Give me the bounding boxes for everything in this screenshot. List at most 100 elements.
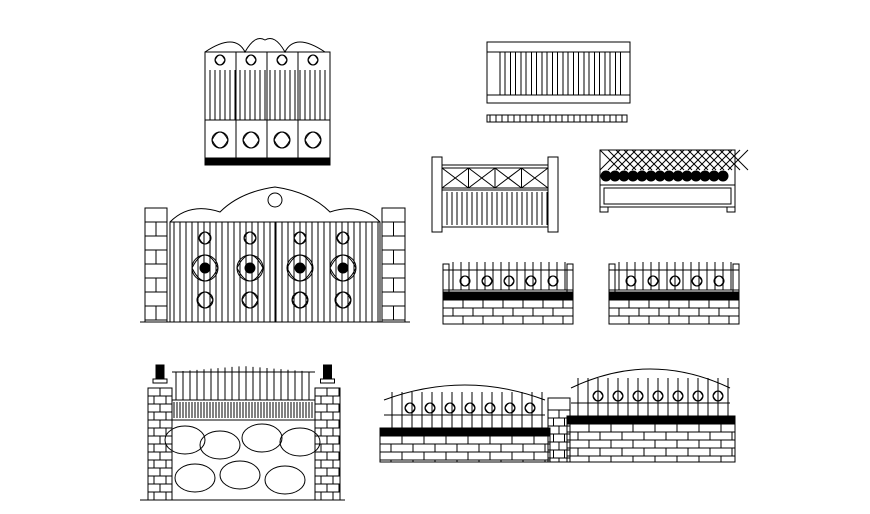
scroll-ornament (304, 131, 322, 149)
stone (199, 430, 241, 460)
gate-base (204, 157, 331, 166)
scroll-ornament (504, 402, 516, 414)
scroll-leaf (524, 402, 536, 414)
ornate-gate-elevation (204, 38, 331, 166)
scroll-leaf (236, 254, 264, 282)
coping (608, 291, 740, 301)
scroll-leaf (304, 131, 322, 149)
slat (583, 51, 590, 96)
scroll-leaf (291, 291, 309, 309)
scroll-leaf (525, 275, 537, 287)
scroll-ornament (525, 275, 537, 287)
scroll-ornament (444, 402, 456, 414)
scroll-ornament (424, 402, 436, 414)
scroll-leaf (692, 390, 704, 402)
scroll-leaf (242, 131, 260, 149)
medallion (294, 262, 306, 274)
fence-frame (486, 41, 631, 104)
gate-crest (204, 38, 326, 54)
scroll-ornament (241, 291, 259, 309)
brick-wall (379, 435, 551, 463)
scroll-leaf (404, 402, 416, 414)
lattice (655, 149, 677, 171)
lattice-planter-elevation (599, 149, 749, 213)
brick-wall (566, 423, 736, 463)
slat (531, 51, 537, 96)
medallion (199, 262, 211, 274)
scroll-leaf (286, 254, 314, 282)
scroll-ornament (464, 402, 476, 414)
slat (499, 51, 506, 96)
scroll-leaf (713, 275, 725, 287)
lamp-base (152, 378, 168, 384)
planter-box (599, 184, 736, 208)
lattice (671, 149, 693, 171)
right-post (547, 156, 559, 233)
slat (604, 51, 611, 96)
pillar-cap (547, 397, 571, 411)
lattice (687, 149, 709, 171)
end-post (566, 263, 574, 293)
lattice (599, 149, 621, 171)
planter-foot (726, 206, 736, 213)
wrought-iron-gate-with-pillars (140, 186, 410, 323)
planter-inset (603, 187, 732, 205)
scroll-leaf (329, 254, 357, 282)
end-post (442, 263, 450, 293)
lattice (647, 149, 669, 171)
cross-brace-fence-elevation (431, 156, 559, 233)
scroll-leaf (484, 402, 496, 414)
scroll-leaf (336, 231, 350, 245)
scroll-leaf (459, 275, 471, 287)
scroll-ornament (245, 54, 257, 66)
scroll-ornament (404, 402, 416, 414)
lattice (607, 149, 629, 171)
scroll-leaf (592, 390, 604, 402)
scroll-ornament (484, 402, 496, 414)
gate-crest (169, 186, 381, 223)
scroll-leaf (196, 291, 214, 309)
x-brace (468, 167, 496, 189)
scroll-leaf (712, 390, 724, 402)
scroll-leaf (334, 291, 352, 309)
end-post (608, 263, 616, 293)
scroll-leaf (632, 390, 644, 402)
lattice (695, 149, 717, 171)
scroll-leaf (503, 275, 515, 287)
stone (264, 465, 306, 495)
scroll-leaf (652, 390, 664, 402)
scroll-leaf (612, 390, 624, 402)
scroll-leaf (547, 275, 559, 287)
scroll-leaf (245, 54, 257, 66)
end-post (732, 263, 740, 293)
left-post (431, 156, 443, 233)
lamp-base (320, 378, 335, 384)
scroll-ornament (196, 291, 214, 309)
scroll-ornament (198, 231, 212, 245)
coping (566, 415, 736, 425)
lattice (727, 149, 749, 171)
brick-wall (608, 299, 740, 325)
lattice (703, 149, 725, 171)
lattice (679, 149, 701, 171)
scroll-ornament (273, 131, 291, 149)
stone (279, 427, 321, 457)
scroll-ornament (336, 231, 350, 245)
stone-wall-fence-with-lamp-pillars (140, 364, 345, 501)
foliage (717, 170, 729, 182)
scroll-leaf (464, 402, 476, 414)
scroll-leaf (424, 402, 436, 414)
scroll-ornament (242, 131, 260, 149)
lattice (623, 149, 645, 171)
coping (379, 427, 551, 437)
scroll-ornament (481, 275, 493, 287)
slat (510, 51, 516, 96)
lattice (631, 149, 653, 171)
fence-panel (441, 164, 549, 228)
lattice (639, 149, 661, 171)
stone (241, 423, 283, 453)
scroll-leaf (307, 54, 319, 66)
railing-on-brick-wall-2 (608, 262, 740, 325)
scroll-ornament (307, 54, 319, 66)
